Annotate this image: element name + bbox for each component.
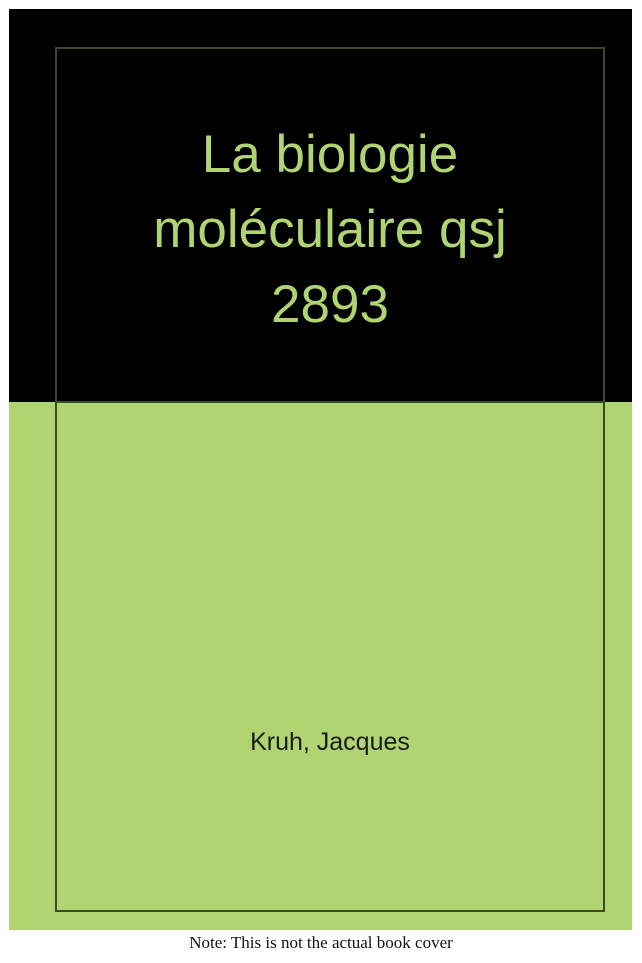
cover-disclaimer-note: Note: This is not the actual book cover [189, 933, 453, 952]
cover-top-band [9, 9, 632, 402]
cover-frame [55, 47, 605, 912]
book-title: La biologie moléculaire qsj 2893 [153, 125, 507, 334]
book-author: Kruh, Jacques [250, 728, 410, 756]
cover-frame-divider [55, 401, 605, 403]
book-cover: La biologie moléculaire qsj 2893 Kruh, J… [9, 9, 632, 930]
